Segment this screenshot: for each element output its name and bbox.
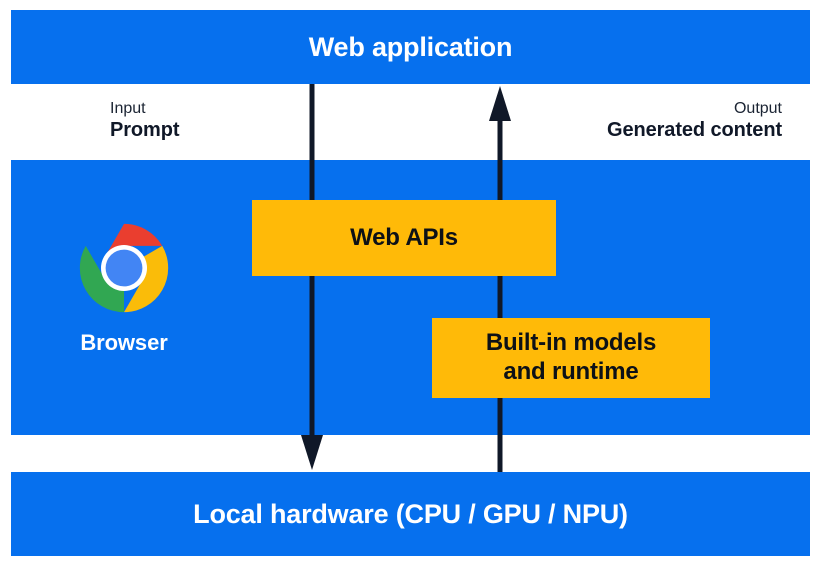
box-web-apis-label: Web APIs <box>350 223 458 251</box>
box-built-in-models[interactable]: Built-in models and runtime <box>432 318 710 398</box>
arrow-down-icon <box>301 84 323 470</box>
flow-output-value: Generated content <box>607 118 782 141</box>
chrome-logo-icon <box>79 223 169 313</box>
arrow-up-icon <box>489 86 511 472</box>
box-web-apis[interactable]: Web APIs <box>252 200 556 276</box>
flow-label-input: Input Prompt <box>110 100 180 142</box>
browser-block: Browser <box>56 222 192 356</box>
band-web-application-title: Web application <box>308 31 513 62</box>
box-built-in-models-label: Built-in models and runtime <box>485 329 657 385</box>
flow-output-kind: Output <box>733 100 782 117</box>
band-local-hardware: Local hardware (CPU / GPU / NPU) <box>11 472 810 556</box>
band-web-application: Web application <box>11 10 810 84</box>
flow-input-kind: Input <box>110 100 146 117</box>
browser-label: Browser <box>80 330 168 355</box>
band-local-hardware-title: Local hardware (CPU / GPU / NPU) <box>193 498 628 529</box>
flow-label-output: Output Generated content <box>607 100 782 142</box>
flow-input-value: Prompt <box>110 118 180 141</box>
